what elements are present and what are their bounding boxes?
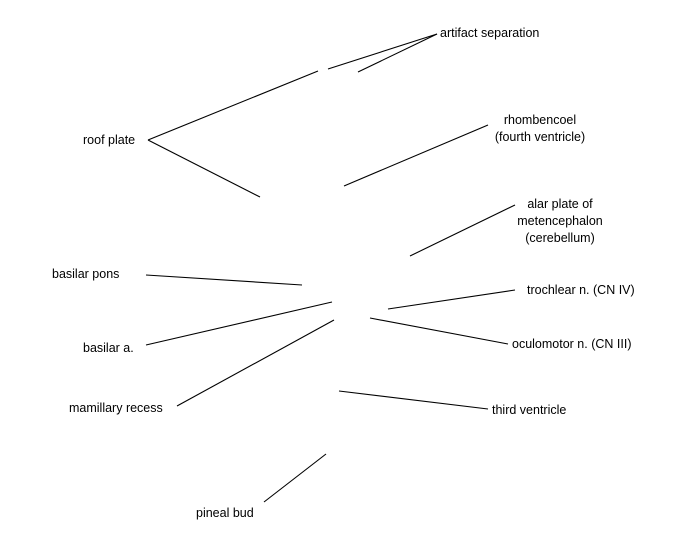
label-oculomotor-nerve: oculomotor n. (CN III) [512, 337, 632, 351]
label-alar-plate-line-3: (cerebellum) [525, 230, 595, 245]
leader-pineal-bud [263, 453, 327, 503]
label-alar-plate-line-2: metencephalon [517, 213, 603, 228]
label-basilar-artery: basilar a. [83, 341, 134, 355]
label-roof-plate: roof plate [83, 133, 136, 147]
leader-third-ventricle [338, 390, 489, 410]
leader-oculomotor-nerve [369, 317, 509, 345]
label-pineal-bud: pineal bud [196, 506, 254, 520]
leader-artifact-separation-1 [327, 33, 438, 70]
leader-basilar-artery [145, 301, 333, 346]
leader-basilar-pons [145, 274, 303, 286]
label-trochlear-nerve: trochlear n. (CN IV) [527, 283, 635, 297]
label-alar-plate: alar plate of metencephalon (cerebellum) [505, 196, 615, 247]
leader-alar-plate [409, 204, 516, 257]
leader-artifact-separation-2 [357, 33, 438, 73]
label-third-ventricle: third ventricle [492, 403, 567, 417]
leader-mamillary-recess [176, 319, 335, 407]
leader-roof-plate-upper [147, 70, 319, 141]
label-alar-plate-line-1: alar plate of [527, 197, 593, 211]
label-mamillary-recess: mamillary recess [69, 401, 163, 415]
leader-roof-plate-lower [147, 139, 261, 198]
label-rhombencoel-line-2: (fourth ventricle) [494, 129, 586, 144]
leader-trochlear-nerve [387, 289, 516, 310]
label-rhombencoel-line-1: rhombencoel [503, 113, 577, 127]
label-artifact-separation: artifact separation [440, 26, 540, 40]
label-basilar-pons: basilar pons [52, 267, 120, 281]
label-rhombencoel: rhombencoel (fourth ventricle) [480, 112, 600, 146]
leader-rhombencoel [343, 124, 489, 187]
